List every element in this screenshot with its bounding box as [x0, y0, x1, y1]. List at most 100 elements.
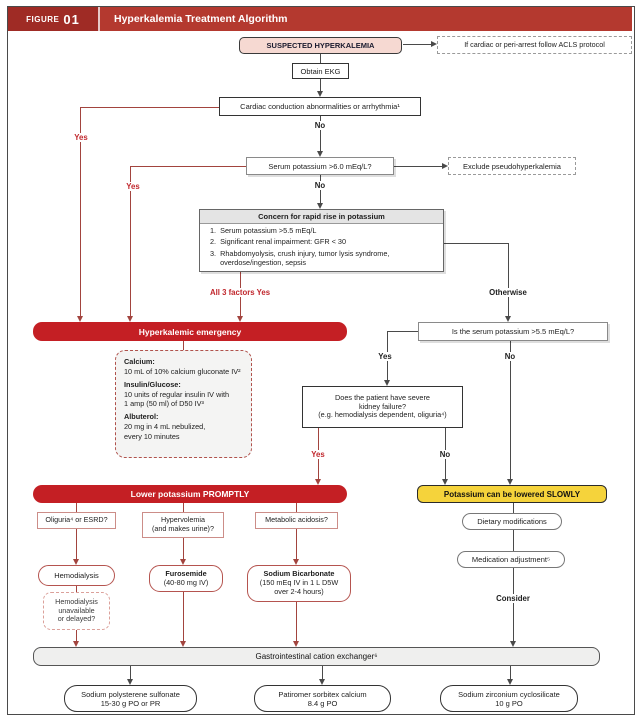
node-sodium-zirconium-cyclosilicate: Sodium zirconium cyclosilicate 10 g PO — [440, 685, 578, 712]
node-exclude-pseudohyperkalemia: Exclude pseudohyperkalemia — [448, 157, 576, 175]
node-label: Hemodialysis — [54, 571, 99, 580]
arrowhead-down — [442, 479, 448, 485]
branch-label-yes: Yes — [309, 450, 327, 459]
node-hemodialysis-unavailable: Hemodialysis unavailable or delayed? — [43, 592, 110, 630]
arrowhead-down — [73, 641, 79, 647]
arrowhead-down — [127, 316, 133, 322]
connector-line — [76, 529, 77, 559]
drug-name: Sodium polysterene sulfonate — [81, 689, 180, 699]
drug-dose: every 10 minutes — [124, 431, 180, 441]
node-patiromer-sorbitex-calcium: Patiromer sorbitex calcium 8.4 g PO — [254, 685, 391, 712]
node-sodium-bicarbonate: Sodium Bicarbonate (150 mEq IV in 1 L D5… — [247, 565, 351, 602]
arrowhead-down — [315, 479, 321, 485]
branch-label-no: No — [312, 181, 328, 190]
node-dietary-modifications: Dietary modifications — [462, 513, 562, 530]
node-label: Cardiac conduction abnormalities or arrh… — [240, 102, 400, 111]
drug-dose: (150 mEq IV in 1 L D5W — [259, 578, 339, 588]
connector-line — [320, 116, 321, 151]
arrowhead-down — [237, 316, 243, 322]
drug-dose: 10 units of regular insulin IV with — [124, 389, 230, 399]
concern-title: Concern for rapid rise in potassium — [200, 210, 443, 224]
connector-line — [76, 630, 77, 641]
bar-label: Gastrointestinal cation exchanger⁶ — [255, 652, 378, 661]
connector-line — [76, 586, 77, 592]
drug-dose: 10 g PO — [495, 698, 523, 708]
node-hyperkalemic-emergency-bar: Hyperkalemic emergency — [33, 322, 347, 341]
concern-item: 2. Significant renal impairment: GFR < 3… — [200, 237, 443, 246]
arrowhead-down — [180, 559, 186, 565]
node-label: Exclude pseudohyperkalemia — [463, 161, 561, 171]
arrowhead-down — [507, 679, 513, 685]
bar-label: Lower potassium PROMPTLY — [130, 489, 250, 499]
branch-label-no: No — [437, 450, 453, 459]
node-label: (and makes urine)? — [152, 524, 214, 533]
item-number: 2. — [210, 237, 217, 247]
branch-label-consider: Consider — [494, 594, 532, 603]
arrowhead-down — [317, 203, 323, 209]
node-oliguria-esrd: Oliguria⁴ or ESRD? — [37, 512, 116, 529]
arrowhead-down — [127, 679, 133, 685]
connector-line — [508, 243, 509, 316]
node-cardiac-conduction: Cardiac conduction abnormalities or arrh… — [219, 97, 421, 116]
connector-line — [322, 666, 323, 679]
node-emergency-treatment-details: Calcium: 10 mL of 10% calcium gluconate … — [115, 350, 252, 458]
concern-item: 1. Serum potassium >5.5 mEq/L — [200, 226, 443, 235]
drug-dose: 1 amp (50 ml) of D50 IV³ — [124, 399, 204, 409]
node-potassium-lowered-slowly-bar: Potassium can be lowered SLOWLY — [417, 485, 607, 503]
drug-dose: 8.4 g PO — [307, 698, 338, 708]
node-furosemide: Furosemide (40-80 mg IV) — [149, 565, 223, 592]
connector-line — [183, 538, 184, 559]
branch-label-otherwise: Otherwise — [487, 288, 529, 297]
connector-line — [183, 592, 184, 641]
drug-name: Sodium Bicarbonate — [263, 569, 335, 579]
arrowhead-down — [507, 479, 513, 485]
item-text: Significant renal impairment: GFR < 30 — [220, 237, 347, 247]
arrowhead-down — [293, 559, 299, 565]
node-label: Serum potassium >6.0 mEq/L? — [268, 161, 372, 171]
node-lower-potassium-promptly-bar: Lower potassium PROMPTLY — [33, 485, 347, 503]
connector-line — [387, 331, 418, 332]
drug-dose: 20 mg in 4 mL nebulized, — [124, 422, 206, 432]
drug-name: Insulin/Glucose: — [124, 379, 181, 389]
item-number: 1. — [210, 226, 217, 235]
node-gi-cation-exchanger-bar: Gastrointestinal cation exchanger⁶ — [33, 647, 600, 666]
node-medication-adjustment: Medication adjustment⁵ — [457, 551, 565, 568]
node-label: Oliguria⁴ or ESRD? — [45, 515, 108, 525]
figure-number-block: FIGURE 01 — [8, 7, 100, 31]
bar-label: Potassium can be lowered SLOWLY — [443, 489, 581, 499]
node-label: Obtain EKG — [300, 66, 341, 76]
connector-line — [513, 568, 514, 641]
node-label: If cardiac or peri-arrest follow ACLS pr… — [464, 39, 605, 49]
branch-label-no: No — [502, 352, 518, 361]
node-label: Hypervolemia — [161, 515, 205, 525]
node-label: unavailable — [58, 605, 95, 615]
arrowhead-right — [442, 163, 448, 169]
connector-line — [76, 503, 77, 512]
node-suspected-hyperkalemia: SUSPECTED HYPERKALEMIA — [239, 37, 402, 54]
node-obtain-ekg: Obtain EKG — [292, 63, 349, 79]
node-label: Metabolic acidosis? — [265, 515, 328, 525]
arrowhead-down — [293, 641, 299, 647]
figure-header: FIGURE 01 Hyperkalemia Treatment Algorit… — [8, 7, 632, 31]
connector-line — [296, 602, 297, 641]
drug-dose: (40-80 mg IV) — [163, 577, 209, 587]
drug-dose: 15-30 g PO or PR — [100, 698, 161, 708]
node-label: (e.g. hemodialysis dependent, oliguria⁴) — [318, 410, 447, 420]
connector-line — [320, 53, 321, 63]
arrowhead-right — [431, 41, 437, 47]
node-metabolic-acidosis: Metabolic acidosis? — [255, 512, 338, 529]
node-label: kidney failure? — [358, 401, 407, 411]
drug-name: Sodium zirconium cyclosilicate — [458, 689, 560, 699]
connector-line — [183, 341, 184, 350]
node-hemodialysis: Hemodialysis — [38, 565, 115, 586]
concern-item: 3. Rhabdomyolysis, crush injury, tumor l… — [200, 249, 443, 268]
node-acls-protocol: If cardiac or peri-arrest follow ACLS pr… — [437, 36, 632, 54]
arrowhead-down — [77, 316, 83, 322]
node-label: Hemodialysis — [55, 597, 98, 607]
branch-label-all3-yes: All 3 factors Yes — [207, 288, 273, 297]
connector-line — [130, 166, 246, 167]
connector-line — [80, 107, 81, 316]
connector-line — [130, 166, 131, 316]
arrowhead-down — [317, 151, 323, 157]
